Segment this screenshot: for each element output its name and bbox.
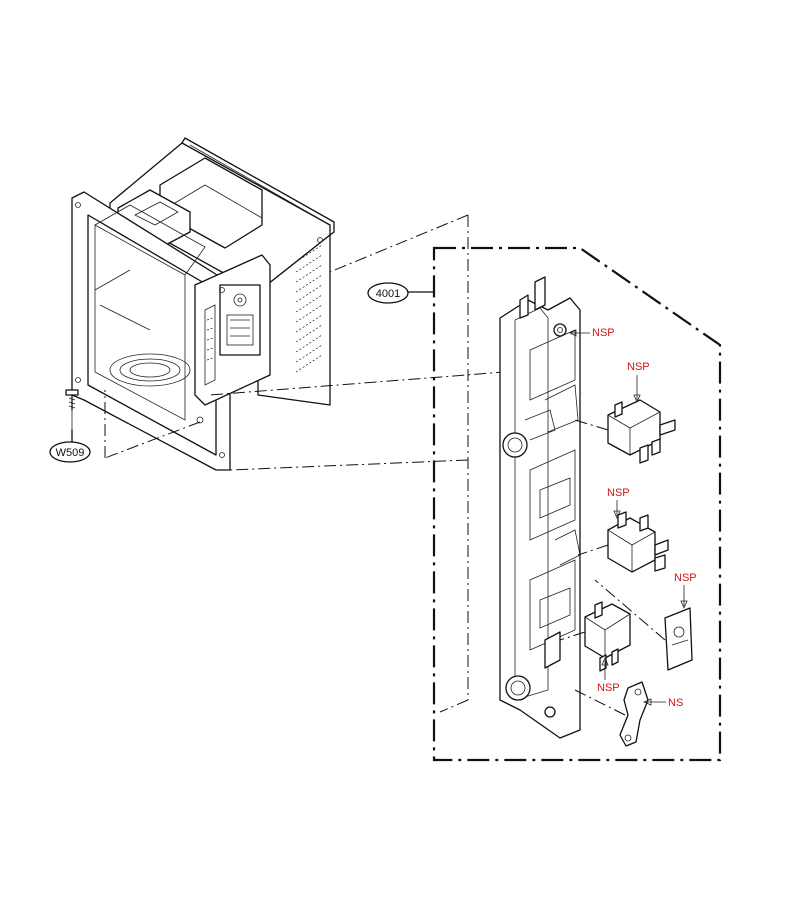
ns-hook-label: NS [668, 697, 683, 709]
screw-w509-part [65, 389, 79, 430]
callout-w509-label: W509 [56, 447, 85, 459]
projection-lines [104, 214, 531, 713]
micro-switch-1 [574, 399, 676, 464]
nsp-lever-label: NSP [674, 572, 697, 584]
label-nsp-top: NSP [569, 327, 615, 339]
label-nsp-switch1: NSP [627, 361, 650, 404]
label-nsp-switch2: NSP [607, 487, 630, 520]
label-ns-hook: NS [642, 697, 683, 709]
micro-switch-3 [559, 601, 631, 672]
nsp-switch1-label: NSP [627, 361, 650, 373]
callout-w509: W509 [49, 429, 91, 463]
lever-plate [594, 579, 693, 671]
callout-4001: 4001 [367, 282, 409, 304]
nsp-switch3-label: NSP [597, 682, 620, 694]
nsp-switch2-label: NSP [607, 487, 630, 499]
hook-lever [574, 681, 649, 747]
nsp-top-label: NSP [592, 327, 615, 339]
assembly-boundary [432, 246, 722, 762]
micro-switch-2 [577, 511, 669, 573]
label-nsp-switch3: NSP [597, 656, 620, 694]
label-nsp-lever: NSP [674, 572, 697, 610]
callout-4001-label: 4001 [376, 288, 400, 300]
interlock-bracket [499, 276, 581, 739]
side-vent-grill [295, 244, 323, 373]
microwave-cavity-assembly [71, 137, 335, 471]
